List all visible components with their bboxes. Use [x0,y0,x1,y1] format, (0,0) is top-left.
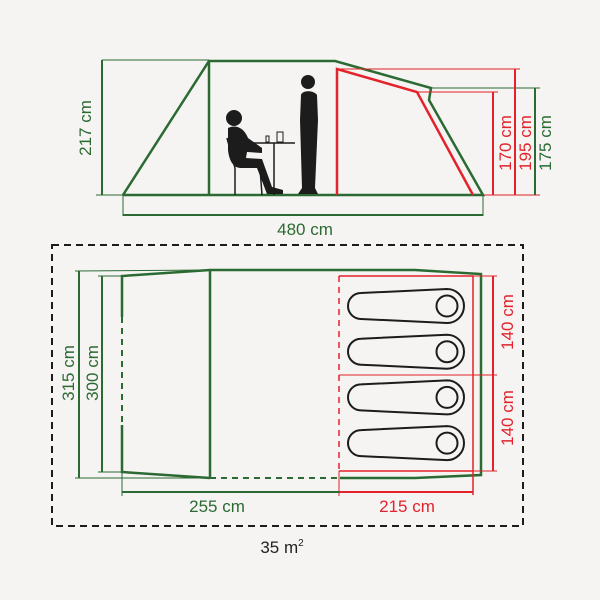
side-view: 217 cm 170 cm 195 cm 175 cm 480 cm [76,59,555,239]
bedroom-width-label-2: 140 cm [498,390,517,446]
sleeping-bag-icon [347,425,465,462]
tent-plan-outline [120,268,483,480]
bedroom-width-label-1: 140 cm [498,294,517,350]
footprint-area-label: 35 m2 [260,538,304,557]
footprint-value: 35 m [260,538,298,557]
length-480-label: 480 cm [277,220,333,239]
tent-plan-outline-lower [120,425,211,480]
table-icon [250,131,295,195]
footprint-dashed-box [51,244,524,527]
bedroom-side-outline [335,67,475,196]
standing-person-icon [298,75,318,194]
sleeping-bag-icon [347,333,465,370]
height-170-label: 170 cm [496,115,515,171]
sleeping-bag-head-icon [435,385,459,409]
sleeping-bag-head-icon [435,340,459,364]
floor-plan: 315 cm 300 cm 140 cm 140 cm 255 cm 215 c… [51,244,524,557]
sleeping-bag-head-icon [435,431,459,455]
footprint-unit-superscript: 2 [298,538,304,549]
sleeping-bag-head-icon [435,294,459,318]
width-300-label: 300 cm [83,345,102,401]
length-255-label: 255 cm [189,497,245,516]
sleeping-bag-icon [347,287,465,325]
sleeping-bag-icon [347,379,465,416]
sleeping-bags [347,287,465,462]
width-315-label: 315 cm [59,345,78,401]
width-guide-top [74,269,211,272]
height-195-label: 195 cm [516,115,535,171]
height-217-label: 217 cm [76,100,95,156]
seated-person-icon [226,110,283,196]
height-175-label: 175 cm [536,115,555,171]
length-215-label: 215 cm [379,497,435,516]
